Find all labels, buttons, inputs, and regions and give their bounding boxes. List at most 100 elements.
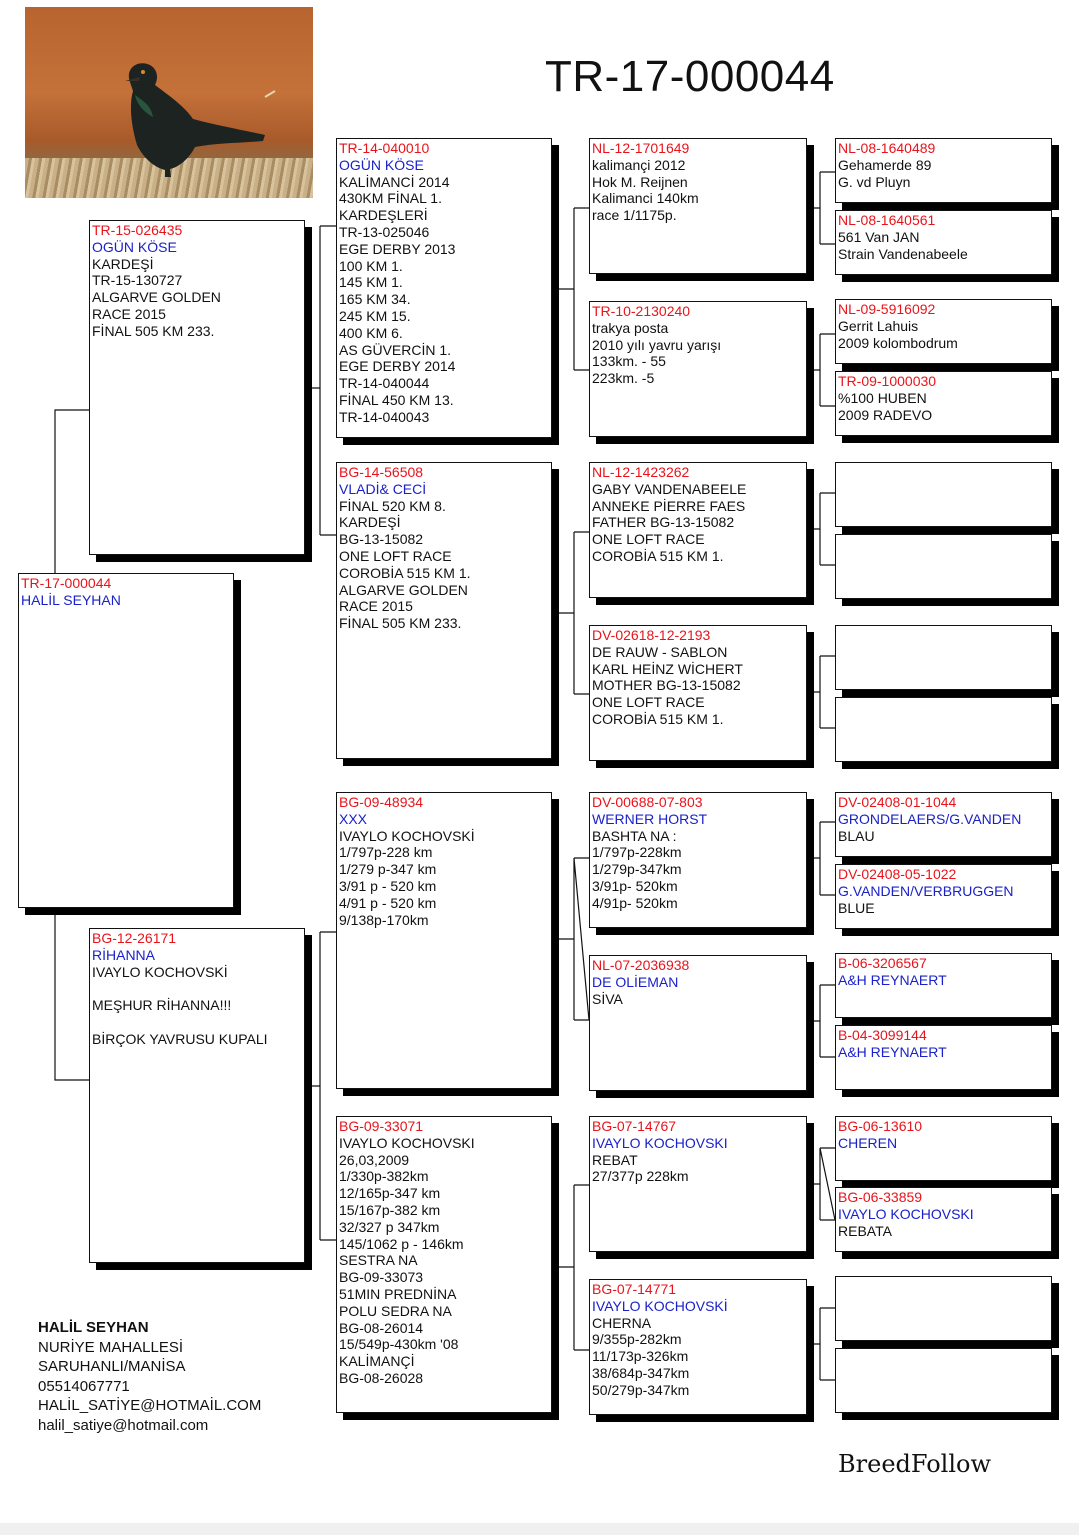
info-line: trakya posta	[592, 320, 804, 337]
info-line: 38/684p-347km	[592, 1365, 804, 1382]
pedigree-box-gen4-14	[835, 1276, 1052, 1341]
info-line: 133km. - 55	[592, 353, 804, 370]
info-line: FİNAL 450 KM 13.	[339, 392, 549, 409]
info-line: Gerrit Lahuis	[838, 318, 1049, 335]
info-line: RACE 2015	[339, 598, 549, 615]
info-line: G. vd Pluyn	[838, 174, 1049, 191]
info-line: 165 KM 34.	[339, 291, 549, 308]
info-line: TR-13-025046	[339, 224, 549, 241]
info-line: 9/355p-282km	[592, 1331, 804, 1348]
info-line: 145 KM 1.	[339, 274, 549, 291]
info-line: %100 HUBEN	[838, 390, 1049, 407]
info-line: POLU SEDRA NA	[339, 1303, 549, 1320]
info-line: 9/138p-170km	[339, 912, 549, 929]
info-line: DE RAUW - SABLON	[592, 644, 804, 661]
pedigree-box-gen4-2: NL-09-5916092 Gerrit Lahuis 2009 kolombo…	[835, 299, 1052, 364]
pedigree-box-gen4-1: NL-08-1640561 561 Van JAN Strain Vandena…	[835, 210, 1052, 275]
ring-number: NL-08-1640489	[838, 140, 1049, 157]
info-line: REBAT	[592, 1152, 804, 1169]
info-line: COROBİA 515 KM 1.	[339, 565, 549, 582]
ring-number: B-04-3099144	[838, 1027, 1049, 1044]
pedigree-box-gen3-2: NL-12-1423262 GABY VANDENABEELE ANNEKE P…	[589, 462, 807, 598]
bird-name: DE OLİEMAN	[592, 974, 804, 991]
bird-name: XXX	[339, 811, 549, 828]
info-line: KARL HEİNZ WİCHERT	[592, 661, 804, 678]
info-line: 1/797p-228km	[592, 844, 804, 861]
owner-city: SARUHANLI/MANİSA	[38, 1357, 261, 1377]
info-line: COROBİA 515 KM 1.	[592, 548, 804, 565]
info-line: FİNAL 505 KM 233.	[92, 323, 302, 340]
ring-number: TR-09-1000030	[838, 373, 1049, 390]
info-line: 50/279p-347km	[592, 1382, 804, 1399]
info-line: TR-14-040044	[339, 375, 549, 392]
info-line: 4/91p- 520km	[592, 895, 804, 912]
owner-phone: 05514067771	[38, 1377, 261, 1397]
info-line: Strain Vandenabeele	[838, 246, 1049, 263]
ring-number: TR-17-000044	[21, 575, 231, 592]
info-line: COROBİA 515 KM 1.	[592, 711, 804, 728]
bird-name: G.VANDEN/VERBRUGGEN	[838, 883, 1049, 900]
owner-email-upper: HALİL_SATİYE@HOTMAİL.COM	[38, 1396, 261, 1416]
pedigree-box-gen4-7	[835, 697, 1052, 762]
brand-logo-text: BreedFollow	[838, 1450, 991, 1478]
info-line: IVAYLO KOCHOVSKİ	[92, 964, 302, 981]
info-line: EGE DERBY 2013	[339, 241, 549, 258]
info-line: ONE LOFT RACE	[592, 694, 804, 711]
info-line: 100 KM 1.	[339, 258, 549, 275]
pedigree-box-gen3-1: TR-10-2130240 trakya posta 2010 yılı yav…	[589, 301, 807, 437]
pedigree-box-gen3-6: BG-07-14767 IVAYLO KOCHOVSKI REBAT 27/37…	[589, 1116, 807, 1252]
ring-number: DV-02408-05-1022	[838, 866, 1049, 883]
ring-number: NL-08-1640561	[838, 212, 1049, 229]
info-line: BG-08-26014	[339, 1320, 549, 1337]
info-line: BG-08-26028	[339, 1370, 549, 1387]
owner-contact: HALİL SEYHAN NURİYE MAHALLESİ SARUHANLI/…	[38, 1318, 261, 1435]
ring-number: NL-12-1701649	[592, 140, 804, 157]
pedigree-box-gen4-10: B-06-3206567 A&H REYNAERT	[835, 953, 1052, 1018]
ring-number: BG-06-33859	[838, 1189, 1049, 1206]
ring-number: DV-02618-12-2193	[592, 627, 804, 644]
bird-name: GRONDELAERS/G.VANDEN	[838, 811, 1049, 828]
pedigree-box-gen4-5	[835, 534, 1052, 599]
ring-number: BG-12-26171	[92, 930, 302, 947]
info-line: BLAU	[838, 828, 1049, 845]
ring-number: BG-14-56508	[339, 464, 549, 481]
info-line: KARDEŞLERİ	[339, 207, 549, 224]
info-line: 4/91 p - 520 km	[339, 895, 549, 912]
info-line: KALİMANÇİ	[339, 1353, 549, 1370]
info-line: KALİMANCİ 2014	[339, 174, 549, 191]
ring-number: TR-14-040010	[339, 140, 549, 157]
info-line: ALGARVE GOLDEN	[92, 289, 302, 306]
owner-name: HALİL SEYHAN	[38, 1318, 261, 1338]
info-line	[92, 980, 302, 997]
info-line: IVAYLO KOCHOVSKI	[339, 1135, 549, 1152]
pedigree-box-gen4-12: BG-06-13610 CHEREN	[835, 1116, 1052, 1181]
owner-address-line: NURİYE MAHALLESİ	[38, 1338, 261, 1358]
pedigree-box-gen3-0: NL-12-1701649 kalimançi 2012 Hok M. Reij…	[589, 138, 807, 274]
info-line: EGE DERBY 2014	[339, 358, 549, 375]
info-line: BİRÇOK YAVRUSU KUPALI	[92, 1031, 302, 1048]
info-line: CHERNA	[592, 1315, 804, 1332]
pedigree-box-gen2-3: BG-09-33071 IVAYLO KOCHOVSKI 26,03,2009 …	[336, 1116, 552, 1413]
info-line: SESTRA NA	[339, 1252, 549, 1269]
info-line: TR-14-040043	[339, 409, 549, 426]
info-line: 26,03,2009	[339, 1152, 549, 1169]
info-line: kalimançi 2012	[592, 157, 804, 174]
bird-name: A&H REYNAERT	[838, 972, 1049, 989]
info-line: 15/549p-430km '08	[339, 1336, 549, 1353]
bird-name: IVAYLO KOCHOVSKİ	[592, 1298, 804, 1315]
pedigree-box-gen4-15	[835, 1348, 1052, 1413]
info-line: TR-15-130727	[92, 272, 302, 289]
info-line: MOTHER BG-13-15082	[592, 677, 804, 694]
info-line: Kalimanci 140km	[592, 190, 804, 207]
info-line: ANNEKE PİERRE FAES	[592, 498, 804, 515]
info-line: FİNAL 520 KM 8.	[339, 498, 549, 515]
info-line: SİVA	[592, 991, 804, 1008]
pedigree-box-gen3-4: DV-00688-07-803 WERNER HORST BASHTA NA :…	[589, 792, 807, 928]
info-line: 32/327 p 347km	[339, 1219, 549, 1236]
info-line: GABY VANDENABEELE	[592, 481, 804, 498]
info-line: 2009 RADEVO	[838, 407, 1049, 424]
info-line: 1/279p-347km	[592, 861, 804, 878]
info-line: 400 KM 6.	[339, 325, 549, 342]
bird-name: HALİL SEYHAN	[21, 592, 231, 609]
info-line: 51MIN PREDNİNA	[339, 1286, 549, 1303]
